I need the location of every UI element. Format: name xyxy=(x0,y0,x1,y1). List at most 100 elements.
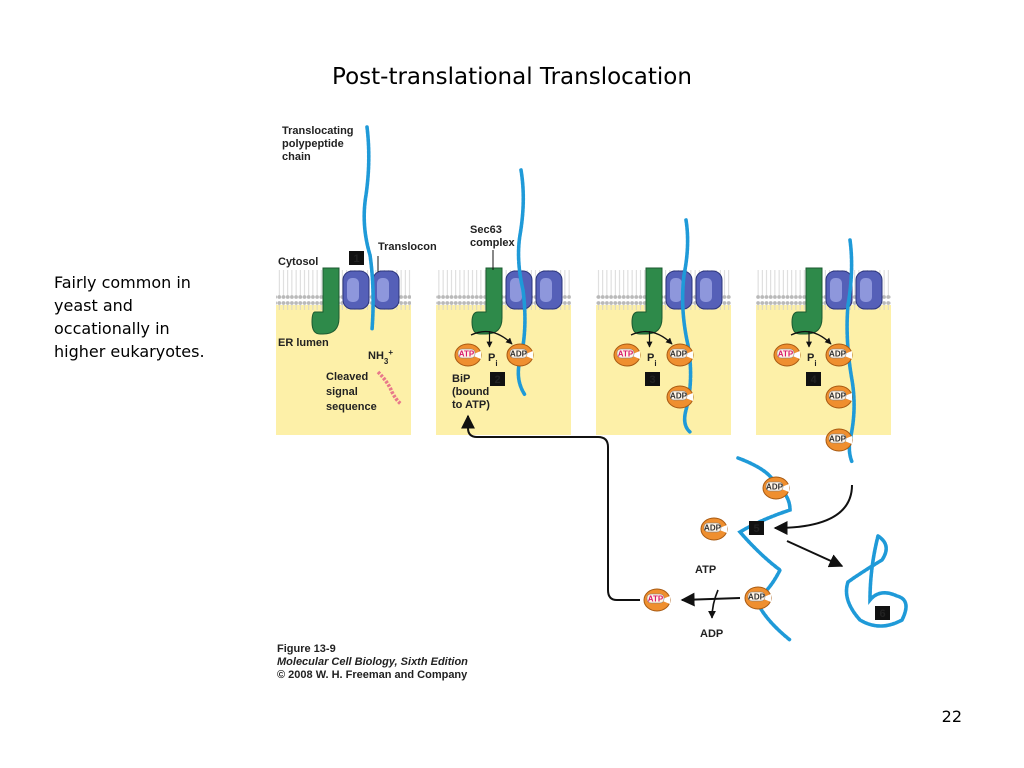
sec63-label: Sec63 xyxy=(470,224,502,236)
adp-label: ADP xyxy=(766,483,784,492)
atp-label: ATP xyxy=(778,350,794,359)
nucleotide-pill xyxy=(828,390,847,401)
nucleotide-pill xyxy=(509,348,528,359)
pi-label: Pi xyxy=(807,352,817,368)
step-number: 2 xyxy=(494,374,500,386)
translocon-highlight xyxy=(347,278,359,302)
bip-cleft xyxy=(842,351,852,359)
atp-label: ATP xyxy=(618,350,634,359)
polypeptide-chain xyxy=(362,125,375,332)
adp-label: ADP xyxy=(829,435,847,444)
released-protein-layer: ADP ADP ADP ATP 5 6 xyxy=(643,456,908,642)
nucleotide-pill xyxy=(646,593,665,604)
sec63-label: complex xyxy=(470,237,516,249)
bip-cleft xyxy=(842,436,852,444)
step-box xyxy=(645,372,660,386)
step-number: 1 xyxy=(353,253,359,265)
sec63-complex xyxy=(471,267,503,335)
nh3-superscript: + xyxy=(388,348,393,357)
adp-label: ADP xyxy=(510,350,528,359)
nucleotide-pill xyxy=(457,348,476,359)
step-marker: 3 xyxy=(645,372,660,386)
step-marker: 6 xyxy=(875,606,890,620)
pi-subscript: i xyxy=(495,359,497,368)
pi-label: Pi xyxy=(488,352,498,368)
hydrolysis-arrow xyxy=(470,330,513,345)
translocon-highlight xyxy=(670,278,682,302)
translocon-highlight xyxy=(510,278,522,302)
bip-adp: ADP xyxy=(825,343,853,367)
cleaved-signal-label: sequence xyxy=(326,401,377,413)
cleaved-signal-label: signal xyxy=(326,386,358,398)
adp-label: ADP xyxy=(748,593,766,602)
panel-step-3 xyxy=(596,267,731,435)
slide-title: Post-translational Translocation xyxy=(332,64,692,90)
atp-label: ATP xyxy=(459,350,475,359)
bip-bound-atp-label: to ATP) xyxy=(452,399,490,411)
bip-adp: ADP xyxy=(825,428,853,452)
flow-arrows-layer xyxy=(461,414,853,619)
er-lumen-area xyxy=(596,305,731,435)
figure-book: Molecular Cell Biology, Sixth Edition xyxy=(277,656,468,668)
step-marker: 2 xyxy=(490,372,505,386)
step-box xyxy=(875,606,890,620)
release-arrow xyxy=(773,484,853,535)
bip-cleft xyxy=(761,594,771,602)
bip-cleft xyxy=(790,351,800,359)
bip-adp: ADP xyxy=(506,343,534,367)
step-marker: 1 xyxy=(349,251,364,265)
step-number: 3 xyxy=(649,374,655,386)
translocon-highlight xyxy=(700,278,712,302)
bip-adp: ADP xyxy=(700,517,728,541)
nh3-subscript: 3 xyxy=(384,357,389,366)
bip-cleft xyxy=(779,484,789,492)
exchange-arrow xyxy=(680,592,741,607)
bip-adp: ADP xyxy=(825,385,853,409)
bip-adp: ADP xyxy=(762,476,790,500)
step-box xyxy=(490,372,505,386)
step-marker: 4 xyxy=(806,372,821,386)
pi-subscript: i xyxy=(654,359,656,368)
step-box xyxy=(749,521,764,535)
nucleotide-pill xyxy=(669,390,688,401)
atp-label: ATP xyxy=(648,595,664,604)
side-note: Fairly common in yeast and occationally … xyxy=(54,273,205,361)
translocating-chain-label: chain xyxy=(282,151,311,163)
step-box xyxy=(806,372,821,386)
slide-number: 22 xyxy=(941,707,962,726)
step-number: 4 xyxy=(810,374,817,386)
nucleotide-pill xyxy=(828,348,847,359)
polypeptide-chain xyxy=(844,534,908,628)
bip-bound-atp-label: (bound xyxy=(452,386,489,398)
sec63-complex xyxy=(791,267,823,335)
translocating-chain-label: polypeptide xyxy=(282,138,344,150)
bip-atp: ATP xyxy=(773,343,801,367)
step-number: 6 xyxy=(879,608,885,620)
step-marker: 5 xyxy=(749,521,764,535)
bip-bound-atp-label: BiP xyxy=(452,373,470,385)
labels-layer: TranslocatingpolypeptidechainTransloconC… xyxy=(277,125,723,681)
bip-atp: ATP xyxy=(454,343,482,367)
adp-label: ADP xyxy=(829,392,847,401)
atp-label: ATP xyxy=(695,564,716,576)
translocon-highlight xyxy=(377,278,389,302)
step-box xyxy=(349,251,364,265)
bip-cleft xyxy=(523,351,533,359)
panel-step-4 xyxy=(756,267,891,435)
translocon-highlight xyxy=(860,278,872,302)
bip-cleft xyxy=(717,525,727,533)
nucleotide-pill xyxy=(776,348,795,359)
er-lumen-area xyxy=(756,305,891,435)
bip-adp: ADP xyxy=(666,385,694,409)
figure-copyright: © 2008 W. H. Freeman and Company xyxy=(277,669,468,681)
bip-adp: ADP xyxy=(666,343,694,367)
er-lumen-area xyxy=(436,305,571,435)
nucleotide-pill xyxy=(828,433,847,444)
adp-label: ADP xyxy=(670,392,688,401)
cleaved-signal-label: Cleaved xyxy=(326,371,368,383)
bip-cleft xyxy=(630,351,640,359)
translocon-label: Translocon xyxy=(378,241,437,253)
sec63-complex xyxy=(631,267,663,335)
